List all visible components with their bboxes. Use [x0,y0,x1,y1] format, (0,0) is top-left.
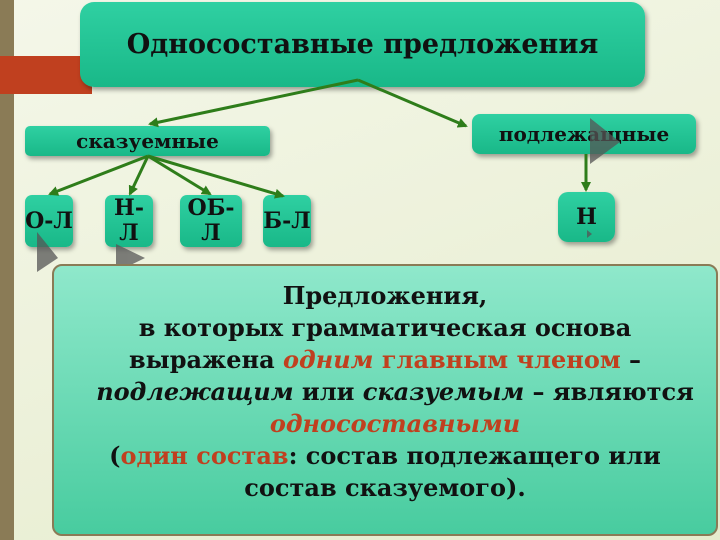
def-line-3: выражена одним главным членом – [54,344,716,376]
def-text: : состав подлежащего или [288,441,661,470]
def-text: – являются [524,377,694,406]
leaf-n-l: Н-Л [105,195,153,247]
arrow-title-to-skaz [148,78,359,128]
def-text: или [293,377,363,406]
def-emph-italic: сказуемым [362,377,525,406]
def-emph-italic: подлежащим [96,377,294,406]
def-emph-red: один состав [120,441,289,470]
arrow-skaz-to-nl [128,155,150,196]
def-line-6: (один состав: состав подлежащего или [54,440,716,472]
def-line-5: односоставными [269,409,521,438]
left-decor-bar [0,0,14,540]
definition-box: Предложения, в которых грамматическая ос… [52,264,718,536]
arrow-skaz-to-bl [147,154,285,199]
leaf-o-l: О-Л [25,195,73,247]
def-text: выражена [128,345,283,374]
def-line-1: Предложения, [282,281,488,310]
title-node: Односоставные предложения [80,2,645,87]
def-emph-red: одним [283,345,374,374]
def-line-7: состав сказуемого). [244,473,526,502]
branch-podlezhashchnye: подлежащные [472,114,696,154]
def-line-2: в которых грамматическая основа [138,313,632,342]
arrow-skaz-to-obl [147,154,212,196]
arrow-skaz-to-ol [48,154,149,196]
play-triangle-icon [37,232,58,272]
leaf-ob-l: ОБ-Л [180,195,242,247]
branch-skazuemnye: сказуемные [25,126,270,156]
def-text: ( [109,441,121,470]
arrow-title-to-podl [357,78,468,128]
red-decor-tab [0,56,92,94]
def-line-4: подлежащим или сказуемым – являются [54,376,716,408]
def-emph-red: главным членом [373,345,621,374]
leaf-b-l: Б-Л [263,195,311,247]
play-triangle-icon [590,118,620,164]
play-triangle-icon [587,230,592,238]
def-text: – [620,345,642,374]
leaf-n: Н [558,192,615,242]
